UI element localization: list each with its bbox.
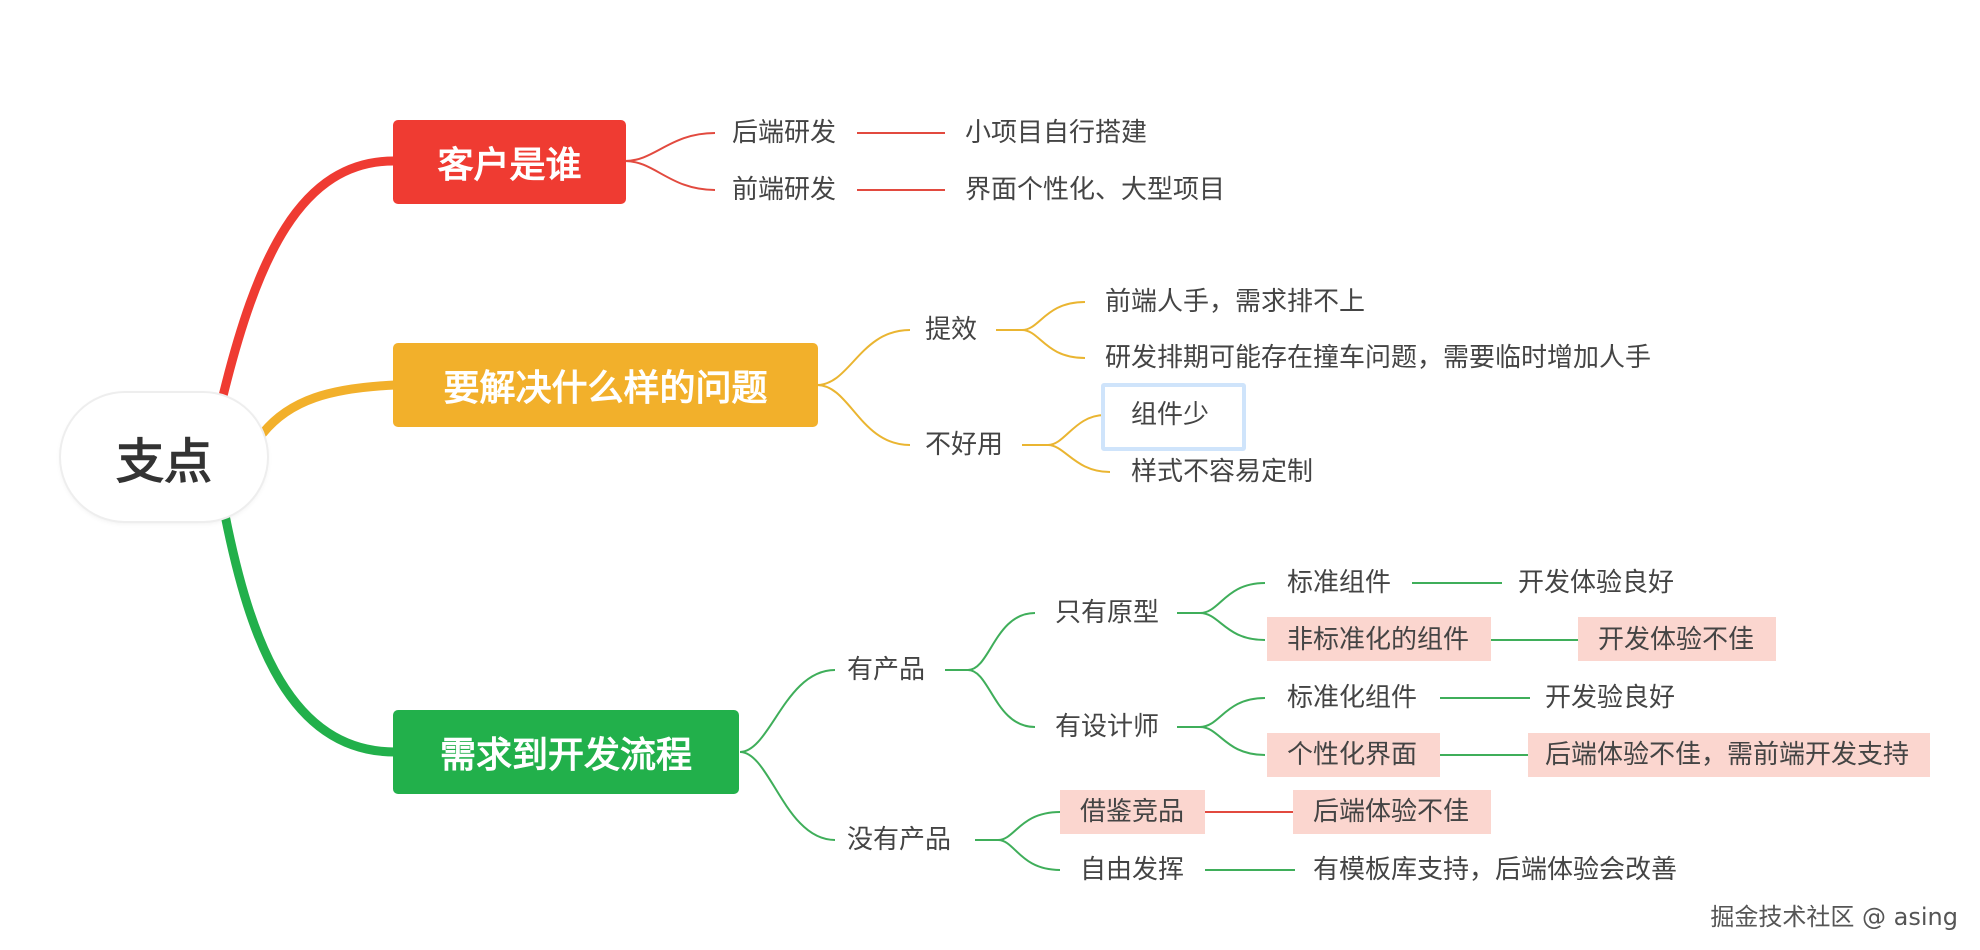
edge-designer-standard	[1199, 697, 1266, 728]
edge-efficiency-item2	[1021, 329, 1086, 359]
edge-flow-noproduct	[739, 751, 836, 841]
topic-flow[interactable]: 需求到开发流程	[393, 710, 739, 794]
topic-problem[interactable]: 要解决什么样的问题	[393, 343, 818, 427]
node-standard-components-detail[interactable]: 开发体验良好	[1518, 568, 1675, 598]
node-style-customization[interactable]: 样式不容易定制	[1131, 457, 1314, 487]
highlight-custom-detail	[1528, 733, 1930, 777]
edge-noproduct-free	[997, 839, 1061, 871]
node-standard-components[interactable]: 标准组件	[1287, 568, 1392, 598]
edge-problem-efficiency	[816, 329, 911, 386]
edge-prototype-standard	[1199, 582, 1266, 614]
edge-customer-frontend	[624, 160, 716, 191]
root-node[interactable]: 支点	[61, 393, 267, 521]
watermark: 掘金技术社区 @ asing	[1710, 903, 1958, 931]
topic-problem-label: 要解决什么样的问题	[443, 368, 768, 409]
selected-node-frame	[1101, 383, 1246, 451]
edge-efficiency-item1	[1021, 301, 1086, 331]
node-efficiency-item-2[interactable]: 研发排期可能存在撞车问题，需要临时增加人手	[1105, 343, 1652, 373]
edge-problem-hardtouse	[816, 384, 911, 446]
node-borrow-detail[interactable]: 后端体验不佳	[1313, 797, 1470, 827]
highlight-nonstandard	[1267, 617, 1491, 661]
edge-noproduct-borrow	[997, 811, 1061, 841]
node-custom-ui[interactable]: 个性化界面	[1287, 740, 1418, 770]
edge-designer-custom	[1199, 726, 1266, 756]
edge-prototype-nonstandard	[1199, 612, 1266, 641]
highlight-borrow-detail	[1293, 790, 1491, 834]
node-nonstandard-detail[interactable]: 开发体验不佳	[1598, 625, 1755, 655]
topic-flow-label: 需求到开发流程	[439, 735, 692, 776]
highlight-borrow	[1060, 790, 1205, 834]
edge-root-customer	[217, 156, 400, 405]
node-backend-detail[interactable]: 小项目自行搭建	[965, 118, 1148, 148]
node-frontend-detail[interactable]: 界面个性化、大型项目	[965, 175, 1226, 205]
highlight-custom-ui	[1267, 733, 1440, 777]
edge-hasproduct-prototype	[967, 612, 1036, 671]
node-free-play-detail[interactable]: 有模板库支持，后端体验会改善	[1313, 855, 1678, 885]
node-hard-to-use[interactable]: 不好用	[925, 430, 1004, 460]
topic-customer[interactable]: 客户是谁	[393, 120, 626, 204]
node-efficiency[interactable]: 提效	[925, 315, 978, 345]
node-few-components[interactable]: 组件少	[1131, 400, 1210, 430]
node-efficiency-item-1[interactable]: 前端人手，需求排不上	[1105, 287, 1366, 317]
node-borrow-competitors[interactable]: 借鉴竞品	[1080, 797, 1185, 827]
edge-flow-hasproduct	[739, 669, 836, 753]
edge-customer-backend	[624, 132, 716, 162]
node-custom-detail[interactable]: 后端体验不佳，需前端开发支持	[1545, 740, 1910, 770]
node-has-product[interactable]: 有产品	[847, 655, 926, 685]
node-has-designer[interactable]: 有设计师	[1055, 712, 1160, 742]
root-label: 支点	[115, 434, 212, 490]
edge-hardtouse-item2	[1047, 444, 1111, 473]
node-standardized-detail[interactable]: 开发验良好	[1545, 683, 1676, 713]
edge-hasproduct-designer	[967, 669, 1036, 728]
node-free-play[interactable]: 自由发挥	[1080, 855, 1185, 885]
node-backend-dev[interactable]: 后端研发	[732, 118, 837, 148]
node-frontend-dev[interactable]: 前端研发	[732, 175, 837, 205]
node-standardized-components[interactable]: 标准化组件	[1287, 683, 1418, 713]
edge-hardtouse-item1	[1047, 414, 1106, 446]
node-nonstandard-components[interactable]: 非标准化的组件	[1287, 625, 1470, 655]
highlight-nonstandard-detail	[1578, 617, 1776, 661]
edge-root-flow	[220, 510, 400, 757]
node-no-product[interactable]: 没有产品	[847, 825, 952, 855]
topic-customer-label: 客户是谁	[437, 145, 582, 186]
edge-root-problem	[258, 380, 400, 438]
node-prototype-only[interactable]: 只有原型	[1055, 598, 1160, 628]
